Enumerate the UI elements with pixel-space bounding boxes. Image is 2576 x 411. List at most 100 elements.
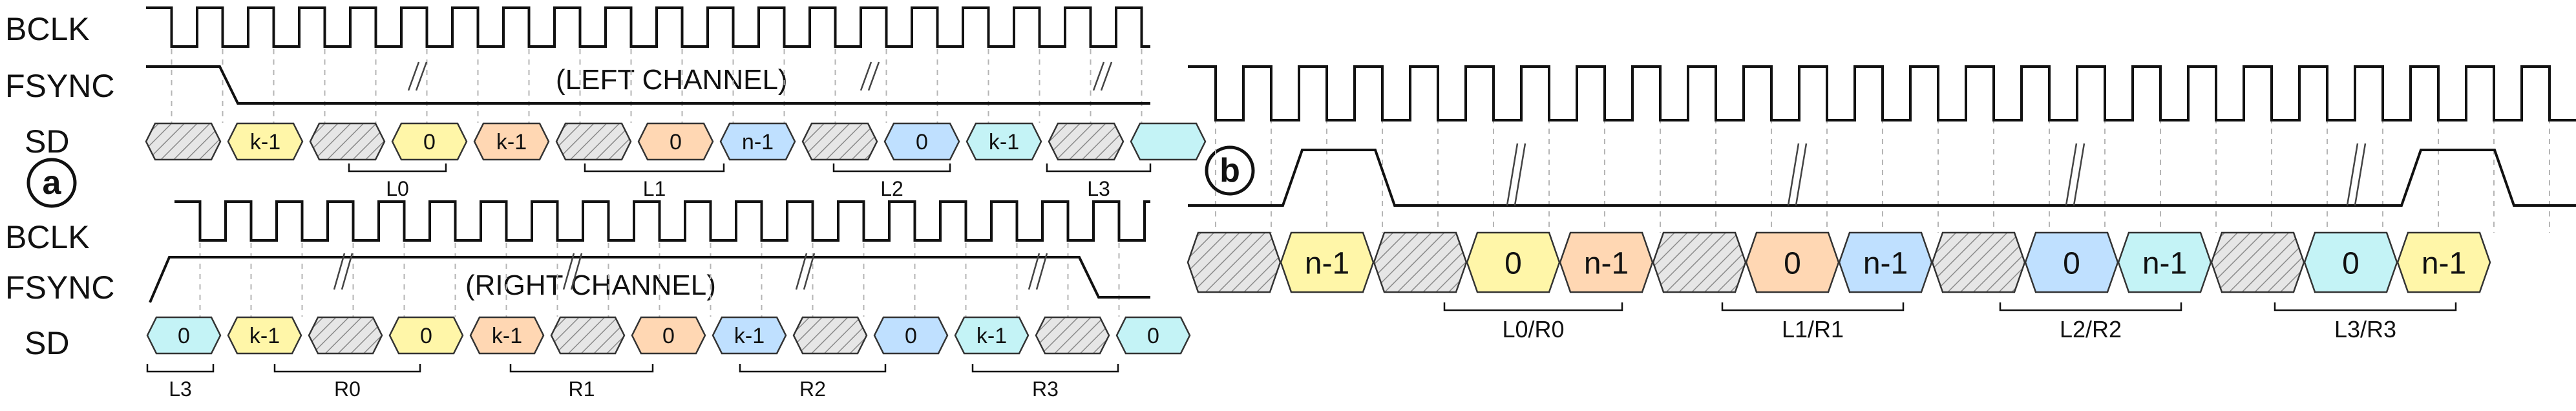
break-mark: [860, 61, 872, 91]
sd-cell-label: 0: [670, 130, 682, 154]
panel-b-letter: b: [1219, 152, 1240, 189]
sd-hatch-cell: [1187, 231, 1282, 293]
sd-cell-label: k-1: [977, 324, 1007, 348]
group-label: R2: [799, 377, 826, 401]
group-bracket: [146, 364, 215, 373]
sd-data-cell: [966, 122, 1042, 161]
sd-cell-label: 0: [916, 130, 928, 154]
sd-cell-label: n-1: [2422, 246, 2466, 280]
break-mark: [795, 253, 808, 290]
sd-data-cell: [391, 122, 468, 161]
group-label: L3: [169, 377, 192, 401]
sd-cell-label: 0: [2063, 246, 2080, 280]
fsync-waveform-top: [146, 65, 1150, 105]
sd-hatch-cell: [555, 122, 632, 161]
group-label: L2: [880, 177, 903, 200]
sd-data-cell: [1115, 316, 1191, 355]
break-mark: [2346, 143, 2359, 206]
sd-data-cell: [1559, 231, 1654, 293]
sd-hatch-cell: [1048, 122, 1124, 161]
break-mark: [1795, 143, 1808, 206]
bclk-waveform-top: [146, 6, 1150, 48]
panel-a-bottom-grid: [199, 202, 1120, 317]
sd-cell-label: k-1: [492, 324, 522, 348]
break-mark: [1028, 253, 1040, 290]
break-mark: [1514, 143, 1526, 206]
panel-b-badge: [1205, 145, 1255, 196]
break-mark: [1035, 253, 1048, 290]
sd-data-cell: [473, 122, 550, 161]
group-label: R3: [1032, 377, 1059, 401]
break-mark: [1100, 61, 1113, 91]
sd-cell-label: 0: [1784, 246, 1801, 280]
sd-cell-label: 0: [905, 324, 917, 348]
break-mark: [1506, 143, 1519, 206]
break-mark: [570, 253, 583, 290]
sd-cell-label: n-1: [2142, 246, 2187, 280]
sd-data-cell: [1130, 122, 1207, 161]
sd-hatch-cell: [1035, 316, 1110, 355]
signal-label-fsync-top: FSYNC: [5, 68, 114, 104]
break-mark: [407, 61, 420, 91]
sd-data-cell: [146, 316, 222, 355]
sd-data-cell: [1466, 231, 1561, 293]
group-bracket: [1443, 302, 1623, 311]
sd-hatch-cell: [1652, 231, 1747, 293]
group-label: L1: [643, 177, 666, 200]
bclk-waveform-b: [1188, 65, 2576, 121]
break-mark: [867, 61, 880, 91]
group-bracket: [509, 364, 654, 373]
group-bracket: [584, 163, 725, 173]
sd-cell-label: k-1: [496, 130, 527, 154]
time-break-marks: [333, 61, 2367, 290]
sd-hatch-cell: [550, 316, 626, 355]
sd-cell-label: 0: [178, 324, 190, 348]
break-mark: [333, 253, 346, 290]
group-label: L2/R2: [2060, 316, 2122, 342]
sd-hatch-cell: [792, 316, 868, 355]
sd-hatch-cell: [1931, 231, 2026, 293]
bclk-waveform-bottom: [174, 200, 1150, 242]
group-label: R0: [334, 377, 361, 401]
group-bracket: [348, 163, 447, 173]
sd-hatch-cell: [308, 316, 383, 355]
group-label: L1/R1: [1782, 316, 1844, 342]
sd-data-cell: [1838, 231, 1933, 293]
group-bracket: [832, 163, 951, 173]
group-bracket: [1721, 302, 1905, 311]
sd-data-cell: [631, 316, 706, 355]
sd-cell-label: k-1: [249, 324, 280, 348]
signal-label-sd-top: SD: [25, 123, 69, 160]
sd-data-cell: [2303, 231, 2398, 293]
signal-label-sd-bottom: SD: [25, 325, 69, 361]
sd-data-cell: [637, 122, 714, 161]
sd-data-cell: [388, 316, 464, 355]
group-label: L3: [1087, 177, 1110, 200]
sd-cell-label: k-1: [250, 130, 280, 154]
sd-hatch-cell: [309, 122, 386, 161]
break-mark: [2065, 143, 2078, 206]
group-bracket: [273, 364, 421, 373]
break-mark: [2354, 143, 2367, 206]
channel-label-right: (RIGHT CHANNEL): [465, 269, 716, 301]
group-bracket: [1999, 302, 2182, 311]
sd-cell-label: 0: [1147, 324, 1159, 348]
sd-data-cell: [2024, 231, 2119, 293]
group-label: R1: [569, 377, 595, 401]
sd-data-cell: [712, 316, 787, 355]
group-brackets-bottom: L3 R0 R1 R2 R3: [146, 364, 1119, 401]
sd-data-cell: [883, 122, 960, 161]
group-label: L3/R3: [2334, 316, 2396, 342]
sd-cell-label: n-1: [1584, 246, 1629, 280]
sd-data-cell: [227, 316, 302, 355]
break-mark: [415, 61, 428, 91]
group-bracket: [739, 364, 887, 373]
sd-cell-label: 0: [423, 130, 436, 154]
sd-hatch-cell: [1373, 231, 1468, 293]
